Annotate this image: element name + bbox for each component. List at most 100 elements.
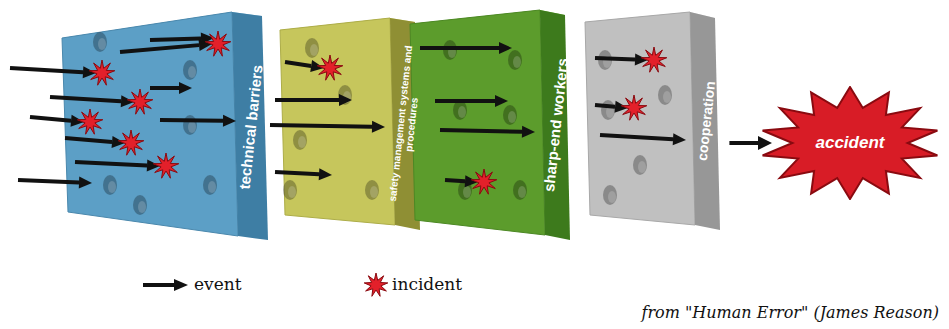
hole-shine (138, 201, 146, 213)
incident-star (621, 95, 647, 120)
event-arrow (160, 118, 223, 123)
hole (183, 115, 197, 135)
hole (283, 180, 297, 200)
arrow-head (319, 168, 332, 180)
legend-event-sample (143, 279, 188, 291)
arrow-shaft (729, 141, 759, 145)
event-arrows (10, 32, 686, 188)
hole (338, 85, 352, 105)
slice-edge (540, 10, 570, 240)
holes (93, 32, 672, 215)
incident-star (364, 273, 388, 296)
arrow-head (179, 82, 192, 94)
legend-label: event (194, 274, 242, 294)
arrow-head (495, 95, 508, 107)
event-arrow (18, 180, 79, 182)
hole-shine (663, 91, 671, 103)
legend-label: incident (392, 274, 462, 294)
event-arrow (600, 135, 673, 139)
hole-shine (310, 44, 318, 56)
event-arrow (285, 62, 311, 66)
slice-face (585, 12, 695, 225)
hole (365, 180, 379, 200)
incident-star (471, 169, 497, 194)
hole (503, 105, 517, 125)
event-arrow (120, 45, 199, 52)
hole (93, 32, 107, 52)
incident-star (77, 109, 103, 134)
incident-star (205, 31, 231, 56)
slice-edge (690, 12, 720, 230)
hole-shine (508, 111, 516, 123)
hole (603, 185, 617, 205)
hole (103, 175, 117, 195)
event-arrow (65, 138, 112, 142)
hole-shine (288, 186, 296, 198)
event-arrow (440, 130, 522, 132)
arrow-head (223, 115, 236, 127)
incident-star (153, 153, 179, 178)
incident-star (317, 55, 343, 80)
flow-arrow (729, 136, 772, 150)
hole (293, 130, 307, 150)
hole-shine (518, 186, 526, 198)
event-arrow (150, 86, 179, 90)
slice-face (280, 18, 395, 225)
event-arrow (50, 97, 121, 101)
event-arrow (275, 98, 339, 102)
incident-stars (77, 31, 667, 194)
hole-shine (208, 181, 216, 193)
event-arrow (150, 38, 201, 40)
hole (513, 180, 527, 200)
event-arrow (275, 172, 319, 174)
hole-shine (188, 66, 196, 78)
hole-shine (513, 56, 521, 68)
slice-face (62, 12, 238, 236)
event-arrow (595, 58, 635, 60)
arrow-head (673, 133, 686, 145)
hole-shine (108, 181, 116, 193)
hole-shine (298, 136, 306, 148)
accident-star: accident (758, 86, 942, 200)
hole-shine (370, 186, 378, 198)
accident-label: accident (816, 133, 885, 153)
hole-shine (463, 186, 471, 198)
hole (133, 195, 147, 215)
caption: from "Human Error" (James Reason) (642, 303, 939, 322)
hole-shine (458, 106, 466, 118)
hole (658, 85, 672, 105)
hole-shine (98, 38, 106, 50)
hole (508, 50, 522, 70)
arrow-head (758, 136, 772, 150)
hole (633, 155, 647, 175)
hole-shine (188, 121, 196, 133)
hole-shine (608, 191, 616, 203)
incident-star (89, 60, 115, 85)
slice-edge (232, 12, 268, 240)
hole (183, 60, 197, 80)
event-arrow (435, 99, 495, 103)
event-arrow (595, 105, 615, 107)
arrow-head (372, 121, 385, 133)
incident-star (118, 130, 144, 155)
hole-shine (638, 161, 646, 173)
event-arrow (445, 180, 465, 181)
event-arrow (420, 46, 499, 50)
slice-face (410, 10, 545, 235)
hole (203, 175, 217, 195)
arrow-head (79, 176, 92, 188)
event-arrow (75, 162, 147, 165)
arrow-head (522, 126, 535, 138)
event-arrow (30, 117, 71, 121)
incident-star (641, 47, 667, 72)
hole (601, 100, 615, 120)
legend-incident-sample (364, 273, 388, 296)
arrow-head (339, 94, 352, 106)
hole (305, 38, 319, 58)
star-shape (763, 87, 938, 199)
incident-star (127, 89, 153, 114)
event-arrow (270, 125, 372, 127)
event-arrow (10, 68, 83, 72)
arrow-head (499, 42, 512, 54)
